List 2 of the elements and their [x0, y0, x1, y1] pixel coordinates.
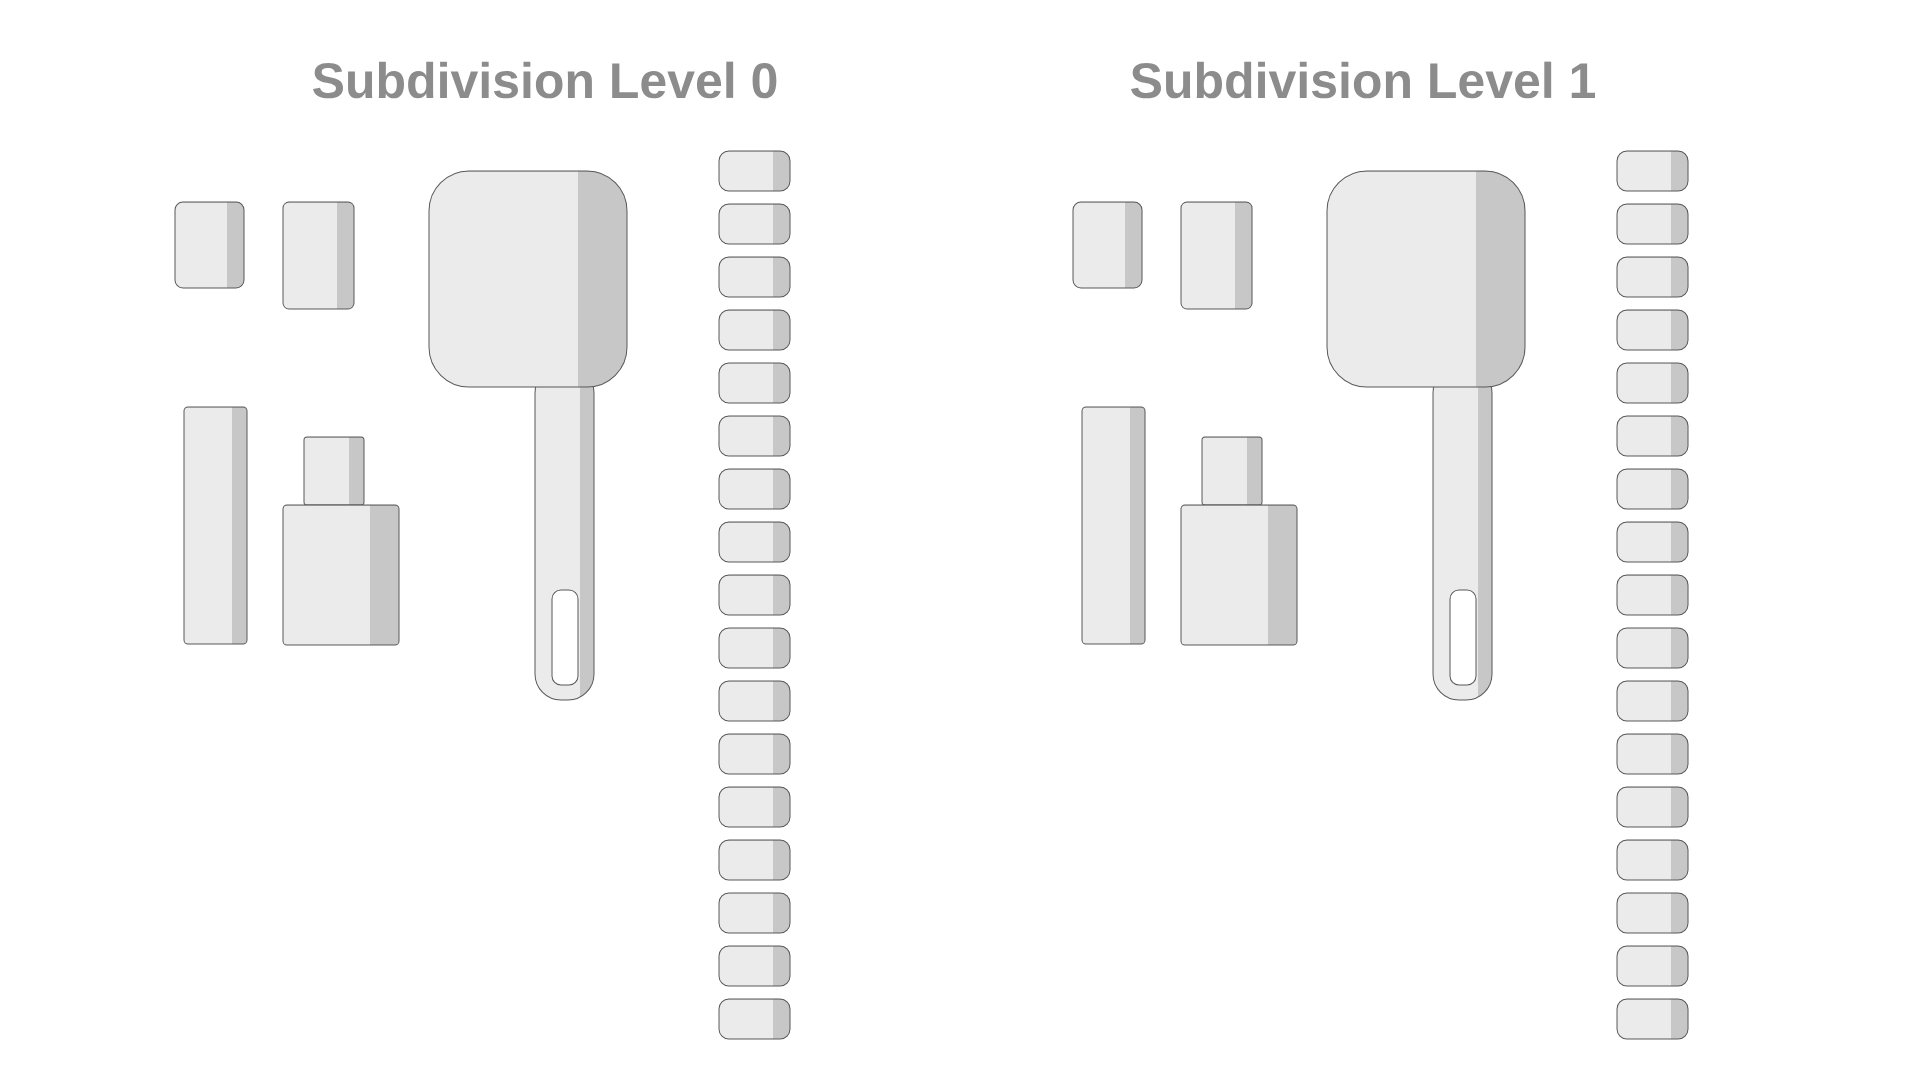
panel-title: Subdivision Level 1 — [1131, 61, 1595, 99]
panel-title: Subdivision Level 0 — [313, 61, 777, 99]
